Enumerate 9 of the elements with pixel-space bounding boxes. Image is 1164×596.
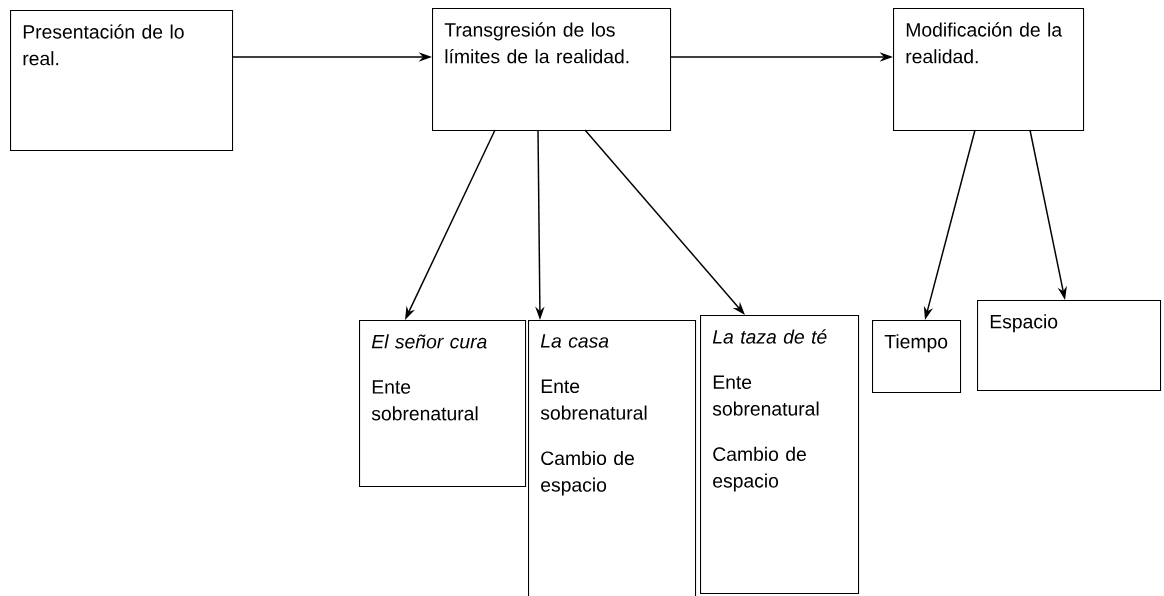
text-box: Espacio (977, 300, 1162, 392)
text-box: Tiempo (872, 320, 962, 394)
text-box: Modificación de la realidad. (893, 8, 1085, 132)
text-box: La taza de té Ente sobrenatural Cambio de espacio (700, 315, 860, 595)
arrow (584, 129, 745, 315)
text-box: Presentación de lo real. (10, 10, 234, 152)
text-box: La casa Ente sobrenatural Cambio de espacio (528, 320, 697, 596)
text-box: El señor cura Ente sobrenatural (359, 320, 527, 488)
text-box: Transgresión de los límites de la realidad. (432, 8, 672, 132)
